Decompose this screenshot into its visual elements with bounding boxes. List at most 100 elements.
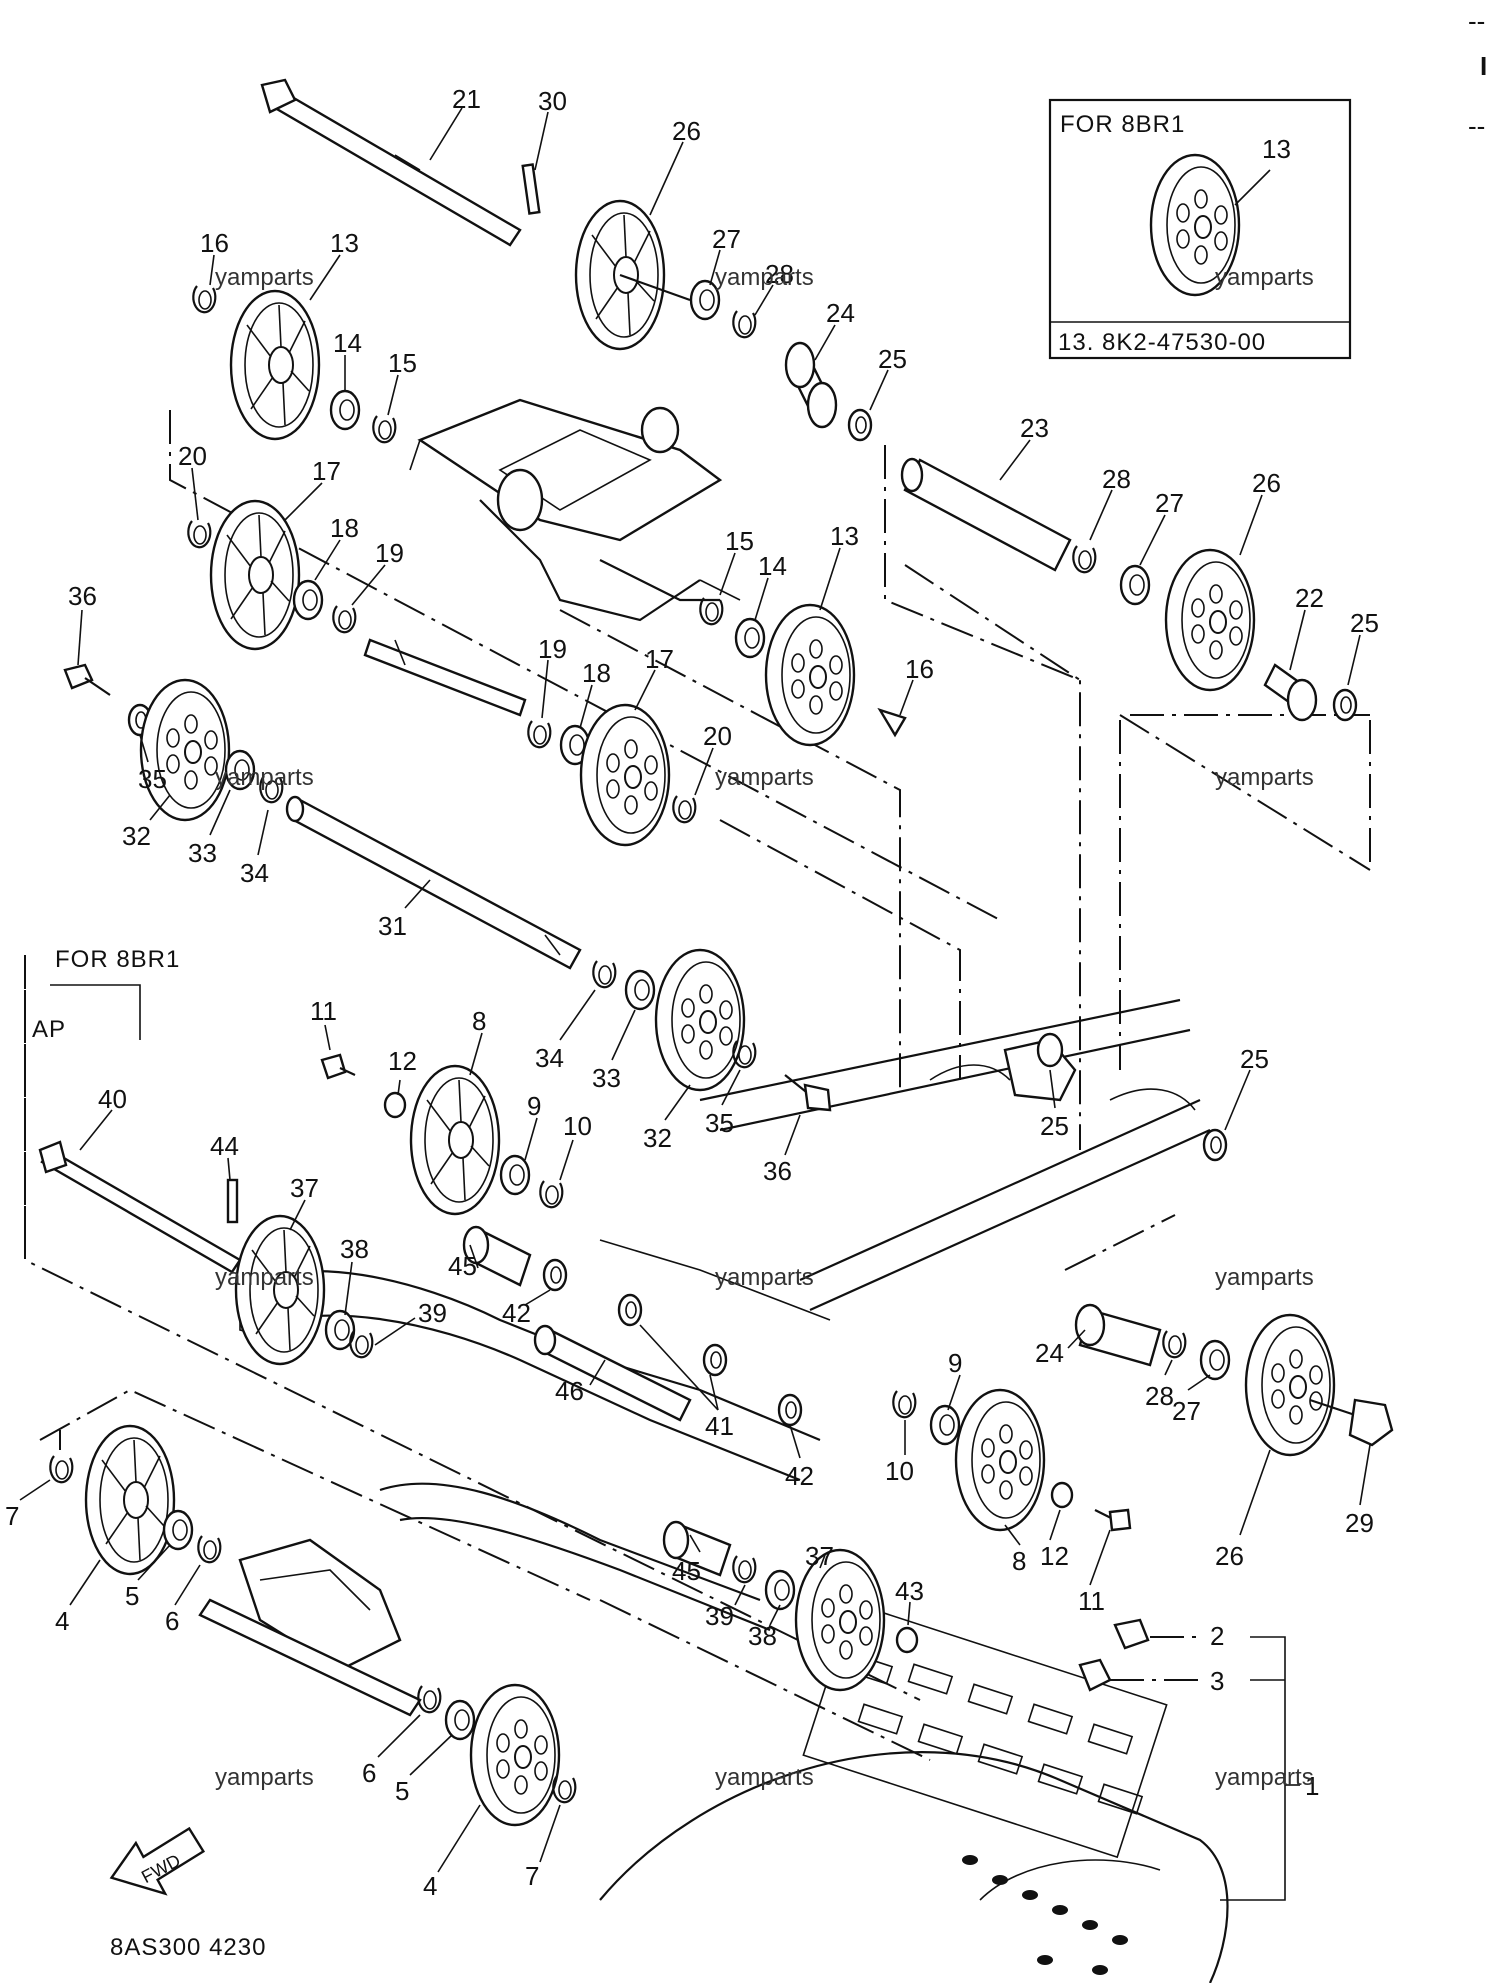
callout: 25 xyxy=(878,344,907,374)
callout: 45 xyxy=(672,1556,701,1586)
collar-24-right xyxy=(1074,1303,1162,1367)
bracket-25-mid xyxy=(1003,1032,1077,1102)
callout: 26 xyxy=(1215,1541,1244,1571)
callout: 18 xyxy=(582,658,611,688)
bearing-9-left xyxy=(499,1154,531,1196)
watermark: yamparts xyxy=(1215,264,1314,291)
callout: 11 xyxy=(1078,1586,1105,1616)
callout: 37 xyxy=(805,1541,834,1571)
rear-axle-housing xyxy=(198,1538,422,1717)
callout: 19 xyxy=(375,538,404,568)
shaft-21 xyxy=(260,78,522,247)
callout: 41 xyxy=(705,1411,734,1441)
callout: 24 xyxy=(1035,1338,1064,1368)
callout: 9 xyxy=(527,1091,541,1121)
bearing-5-right xyxy=(444,1699,476,1741)
callout: 14 xyxy=(333,328,362,358)
left-group-title: FOR 8BR1 xyxy=(55,946,180,973)
callout: 19 xyxy=(538,634,567,664)
pivot-arm-assembly xyxy=(409,398,741,622)
inset-part-note: 13. 8K2-47530-00 xyxy=(1058,329,1266,356)
callout: 2 xyxy=(1210,1621,1224,1651)
callout: 33 xyxy=(592,1063,621,1093)
callout-numbers: 21 30 26 27 28 24 25 16 13 14 15 20 17 1… xyxy=(5,84,1379,1901)
bolt-36-left xyxy=(63,663,111,696)
slide-rail-frame xyxy=(239,998,1211,1632)
callout: 20 xyxy=(178,441,207,471)
circlip-6-right xyxy=(417,1684,442,1714)
callout: 4 xyxy=(423,1871,437,1901)
callout: 25 xyxy=(1040,1111,1069,1141)
bearing-33-right xyxy=(624,969,656,1011)
watermark: yamparts xyxy=(1215,1764,1314,1791)
wheel-26-right xyxy=(1164,548,1256,692)
bearing-27-right-mid xyxy=(1199,1339,1231,1381)
bolt-11-left xyxy=(320,1053,356,1080)
circlip-28-right-mid xyxy=(1162,1329,1187,1359)
wheel-17-left xyxy=(209,499,301,651)
inset-title: FOR 8BR1 xyxy=(1060,111,1185,138)
watermark: yamparts xyxy=(1215,764,1314,791)
callout: 26 xyxy=(672,116,701,146)
callout: 7 xyxy=(5,1501,19,1531)
callout: 17 xyxy=(645,644,674,674)
callout: 28 xyxy=(1102,464,1131,494)
circlip-15-right xyxy=(699,596,724,626)
callout: 43 xyxy=(895,1576,924,1606)
shaft-23 xyxy=(900,457,1072,572)
collar-45-left xyxy=(462,1225,532,1287)
watermarks: yamparts yamparts yamparts yamparts yamp… xyxy=(215,264,1314,1791)
circlip-20-right xyxy=(672,794,697,824)
track xyxy=(599,1601,1229,1984)
pin-30 xyxy=(521,163,541,215)
wheel-37-right xyxy=(794,1548,886,1692)
callout: 13 xyxy=(830,521,859,551)
callout: 10 xyxy=(563,1111,592,1141)
cap-12-right xyxy=(1050,1481,1074,1509)
wheel-13-upper-left xyxy=(229,289,321,441)
callout: 14 xyxy=(758,551,787,581)
wheel-8-right xyxy=(954,1388,1046,1532)
callout: 17 xyxy=(312,456,341,486)
bearing-9-right xyxy=(929,1404,961,1446)
collar-45-right xyxy=(662,1520,732,1577)
circlip-28-right xyxy=(1072,544,1097,574)
callout: 27 xyxy=(712,224,741,254)
washer-41-a xyxy=(617,1293,643,1327)
callout: 3 xyxy=(1210,1666,1224,1696)
callout: 6 xyxy=(362,1758,376,1788)
callout: 16 xyxy=(905,654,934,684)
washer-25-far xyxy=(1202,1128,1228,1162)
callout: 25 xyxy=(1240,1044,1269,1074)
washer-41-b xyxy=(702,1343,728,1377)
circlip-39-right xyxy=(732,1554,757,1584)
circlip-16-upper xyxy=(192,284,217,314)
wheel-4-right xyxy=(469,1683,561,1827)
watermark: yamparts xyxy=(215,1264,314,1291)
callout: 34 xyxy=(240,858,269,888)
callout: 45 xyxy=(448,1251,477,1281)
callout: 9 xyxy=(948,1348,962,1378)
callout: 28 xyxy=(1145,1381,1174,1411)
callout: 44 xyxy=(210,1131,239,1161)
circlip-34-right xyxy=(592,959,617,989)
callout: 16 xyxy=(200,228,229,258)
wheel-32-left xyxy=(139,678,231,822)
callout: 8 xyxy=(1012,1546,1026,1576)
callout: 12 xyxy=(1040,1541,1069,1571)
corner-mark-mid: I xyxy=(1480,51,1487,81)
shaft-31 xyxy=(285,795,582,970)
inset-box xyxy=(1048,98,1352,360)
pin-44 xyxy=(226,1178,239,1224)
wheel-32-right xyxy=(654,948,746,1092)
callout: 32 xyxy=(122,821,151,851)
callout: 20 xyxy=(703,721,732,751)
callout: 15 xyxy=(725,526,754,556)
circlip-7-left xyxy=(49,1454,74,1484)
callout: 5 xyxy=(125,1581,139,1611)
callout: 29 xyxy=(1345,1508,1374,1538)
callout: 12 xyxy=(388,1046,417,1076)
axle-mid xyxy=(363,638,527,717)
callout-leader-lines xyxy=(19,107,1371,1873)
callout: 25 xyxy=(1350,608,1379,638)
